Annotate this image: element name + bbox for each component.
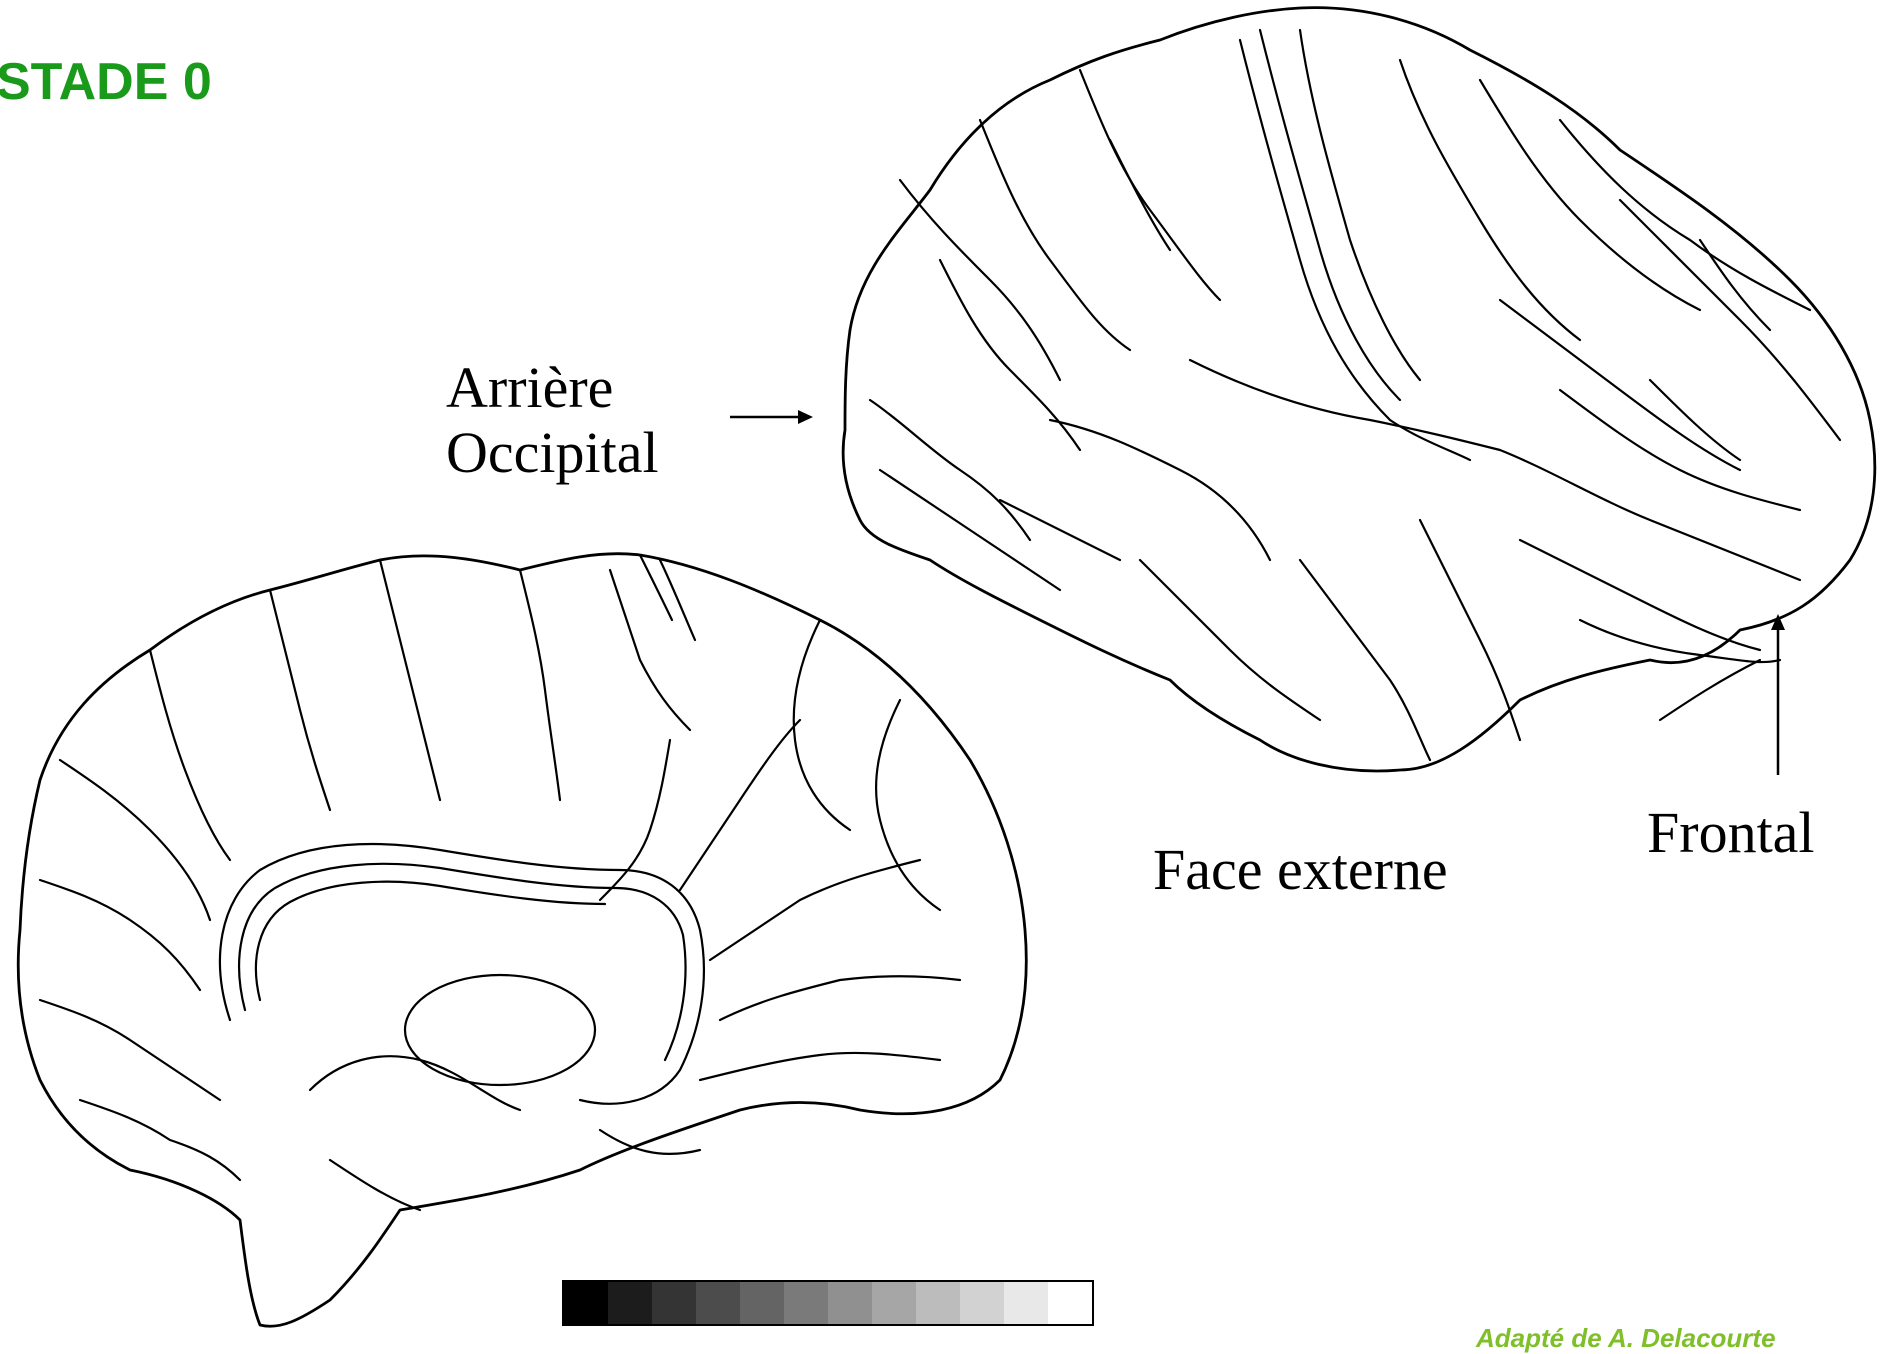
label-back-line1: Arrière	[446, 356, 659, 421]
grayscale-swatch	[916, 1282, 960, 1324]
grayscale-bar	[562, 1280, 1094, 1326]
grayscale-swatch	[784, 1282, 828, 1324]
credit-text: Adapté de A. Delacourte	[1476, 1323, 1776, 1354]
grayscale-swatch	[1048, 1282, 1092, 1324]
label-back-occipital: Arrière Occipital	[446, 356, 659, 486]
grayscale-swatch	[740, 1282, 784, 1324]
grayscale-swatch	[696, 1282, 740, 1324]
grayscale-swatch	[872, 1282, 916, 1324]
grayscale-swatch	[960, 1282, 1004, 1324]
grayscale-swatch	[828, 1282, 872, 1324]
grayscale-swatch	[652, 1282, 696, 1324]
label-back-line2: Occipital	[446, 421, 659, 486]
label-frontal: Frontal	[1647, 801, 1815, 866]
grayscale-swatch	[564, 1282, 608, 1324]
label-face-externe: Face externe	[1153, 838, 1448, 903]
grayscale-swatch	[608, 1282, 652, 1324]
grayscale-swatch	[1004, 1282, 1048, 1324]
